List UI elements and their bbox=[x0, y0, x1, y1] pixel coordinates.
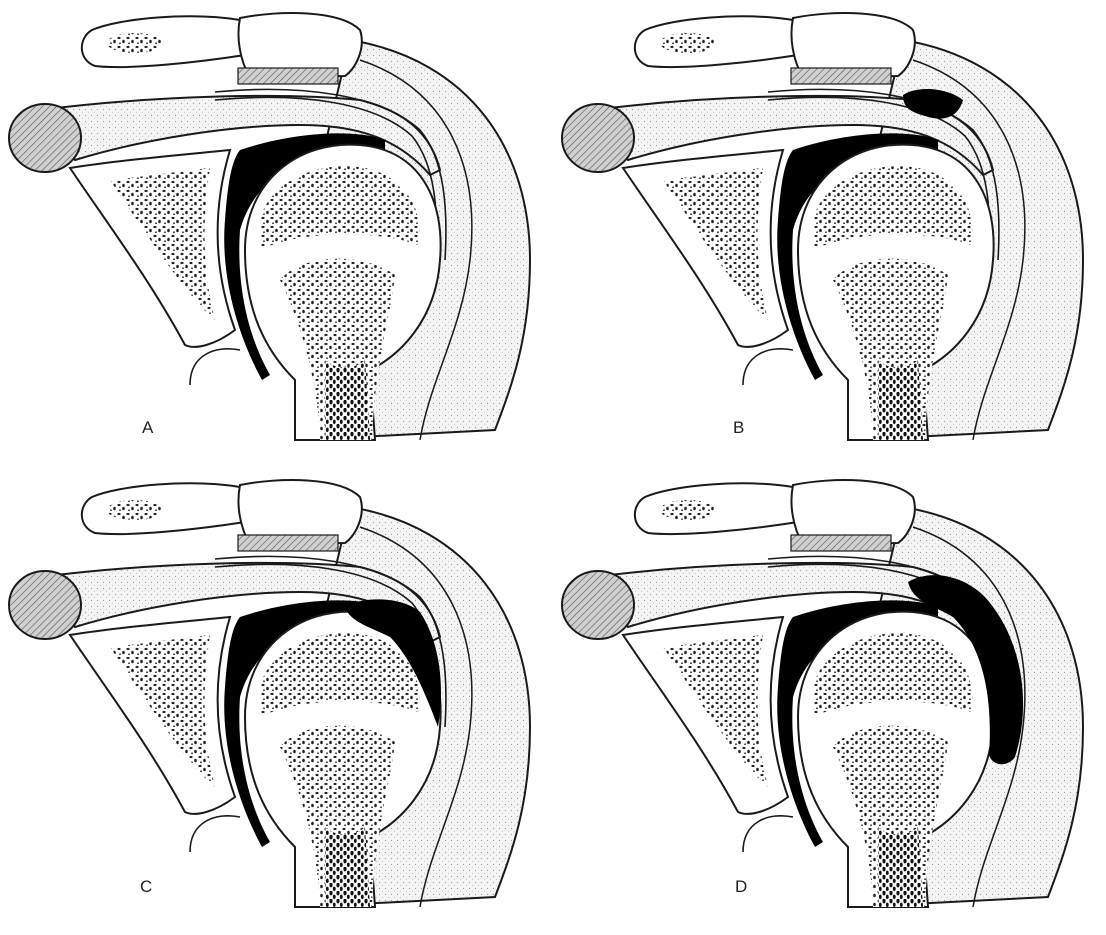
humeral-shaft-dense-marrow bbox=[325, 827, 370, 907]
clavicle bbox=[82, 483, 245, 534]
shoulder-drawing-d bbox=[553, 467, 1106, 934]
clavicle bbox=[82, 16, 245, 67]
clavicle-marrow bbox=[660, 33, 716, 53]
coracoid-process bbox=[9, 571, 81, 639]
clavicle-marrow bbox=[660, 500, 716, 520]
humeral-shaft-dense-marrow bbox=[325, 360, 370, 440]
coracoacromial-ligament bbox=[791, 535, 891, 551]
panel-label-d: D bbox=[735, 877, 747, 897]
clavicle-marrow bbox=[107, 33, 163, 53]
shoulder-drawing-c bbox=[0, 467, 553, 934]
coracoid-process bbox=[9, 104, 81, 172]
shoulder-drawing-b bbox=[553, 0, 1106, 467]
panel-b: B bbox=[553, 0, 1106, 467]
inferior-labrum bbox=[743, 349, 793, 385]
clavicle bbox=[635, 483, 798, 534]
inferior-labrum bbox=[190, 816, 240, 852]
panel-label-a: A bbox=[142, 418, 153, 438]
clavicle-marrow bbox=[107, 500, 163, 520]
panel-label-b: B bbox=[733, 418, 744, 438]
coracoacromial-ligament bbox=[238, 535, 338, 551]
inferior-labrum bbox=[743, 816, 793, 852]
panel-a: A bbox=[0, 0, 553, 467]
coracoid-process bbox=[562, 571, 634, 639]
coracoid-process bbox=[562, 104, 634, 172]
panel-d: D bbox=[553, 467, 1106, 934]
humeral-shaft-dense-marrow bbox=[878, 827, 923, 907]
coracoacromial-ligament bbox=[238, 68, 338, 84]
shoulder-drawing-a bbox=[0, 0, 553, 467]
inferior-labrum bbox=[190, 349, 240, 385]
coracoacromial-ligament bbox=[791, 68, 891, 84]
humeral-shaft-dense-marrow bbox=[878, 360, 923, 440]
panel-label-c: C bbox=[140, 877, 152, 897]
panel-c: C bbox=[0, 467, 553, 934]
clavicle bbox=[635, 16, 798, 67]
